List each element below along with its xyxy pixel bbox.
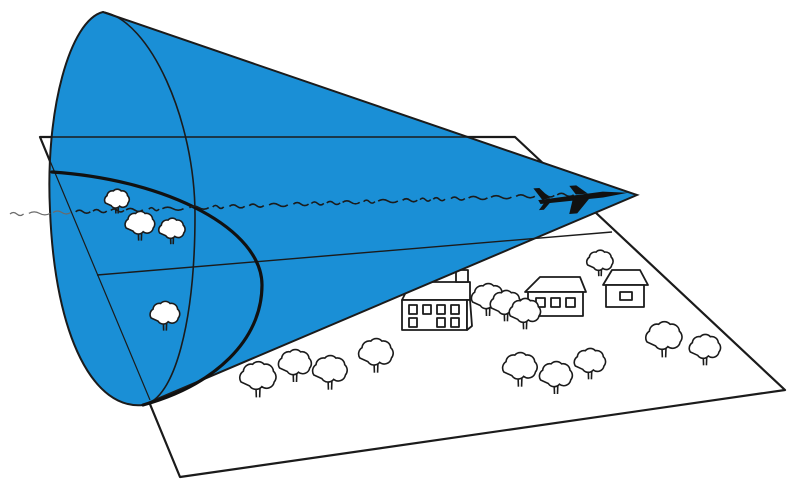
house (603, 270, 648, 307)
contrail-segment (29, 212, 50, 215)
contrail-segment (10, 213, 24, 216)
